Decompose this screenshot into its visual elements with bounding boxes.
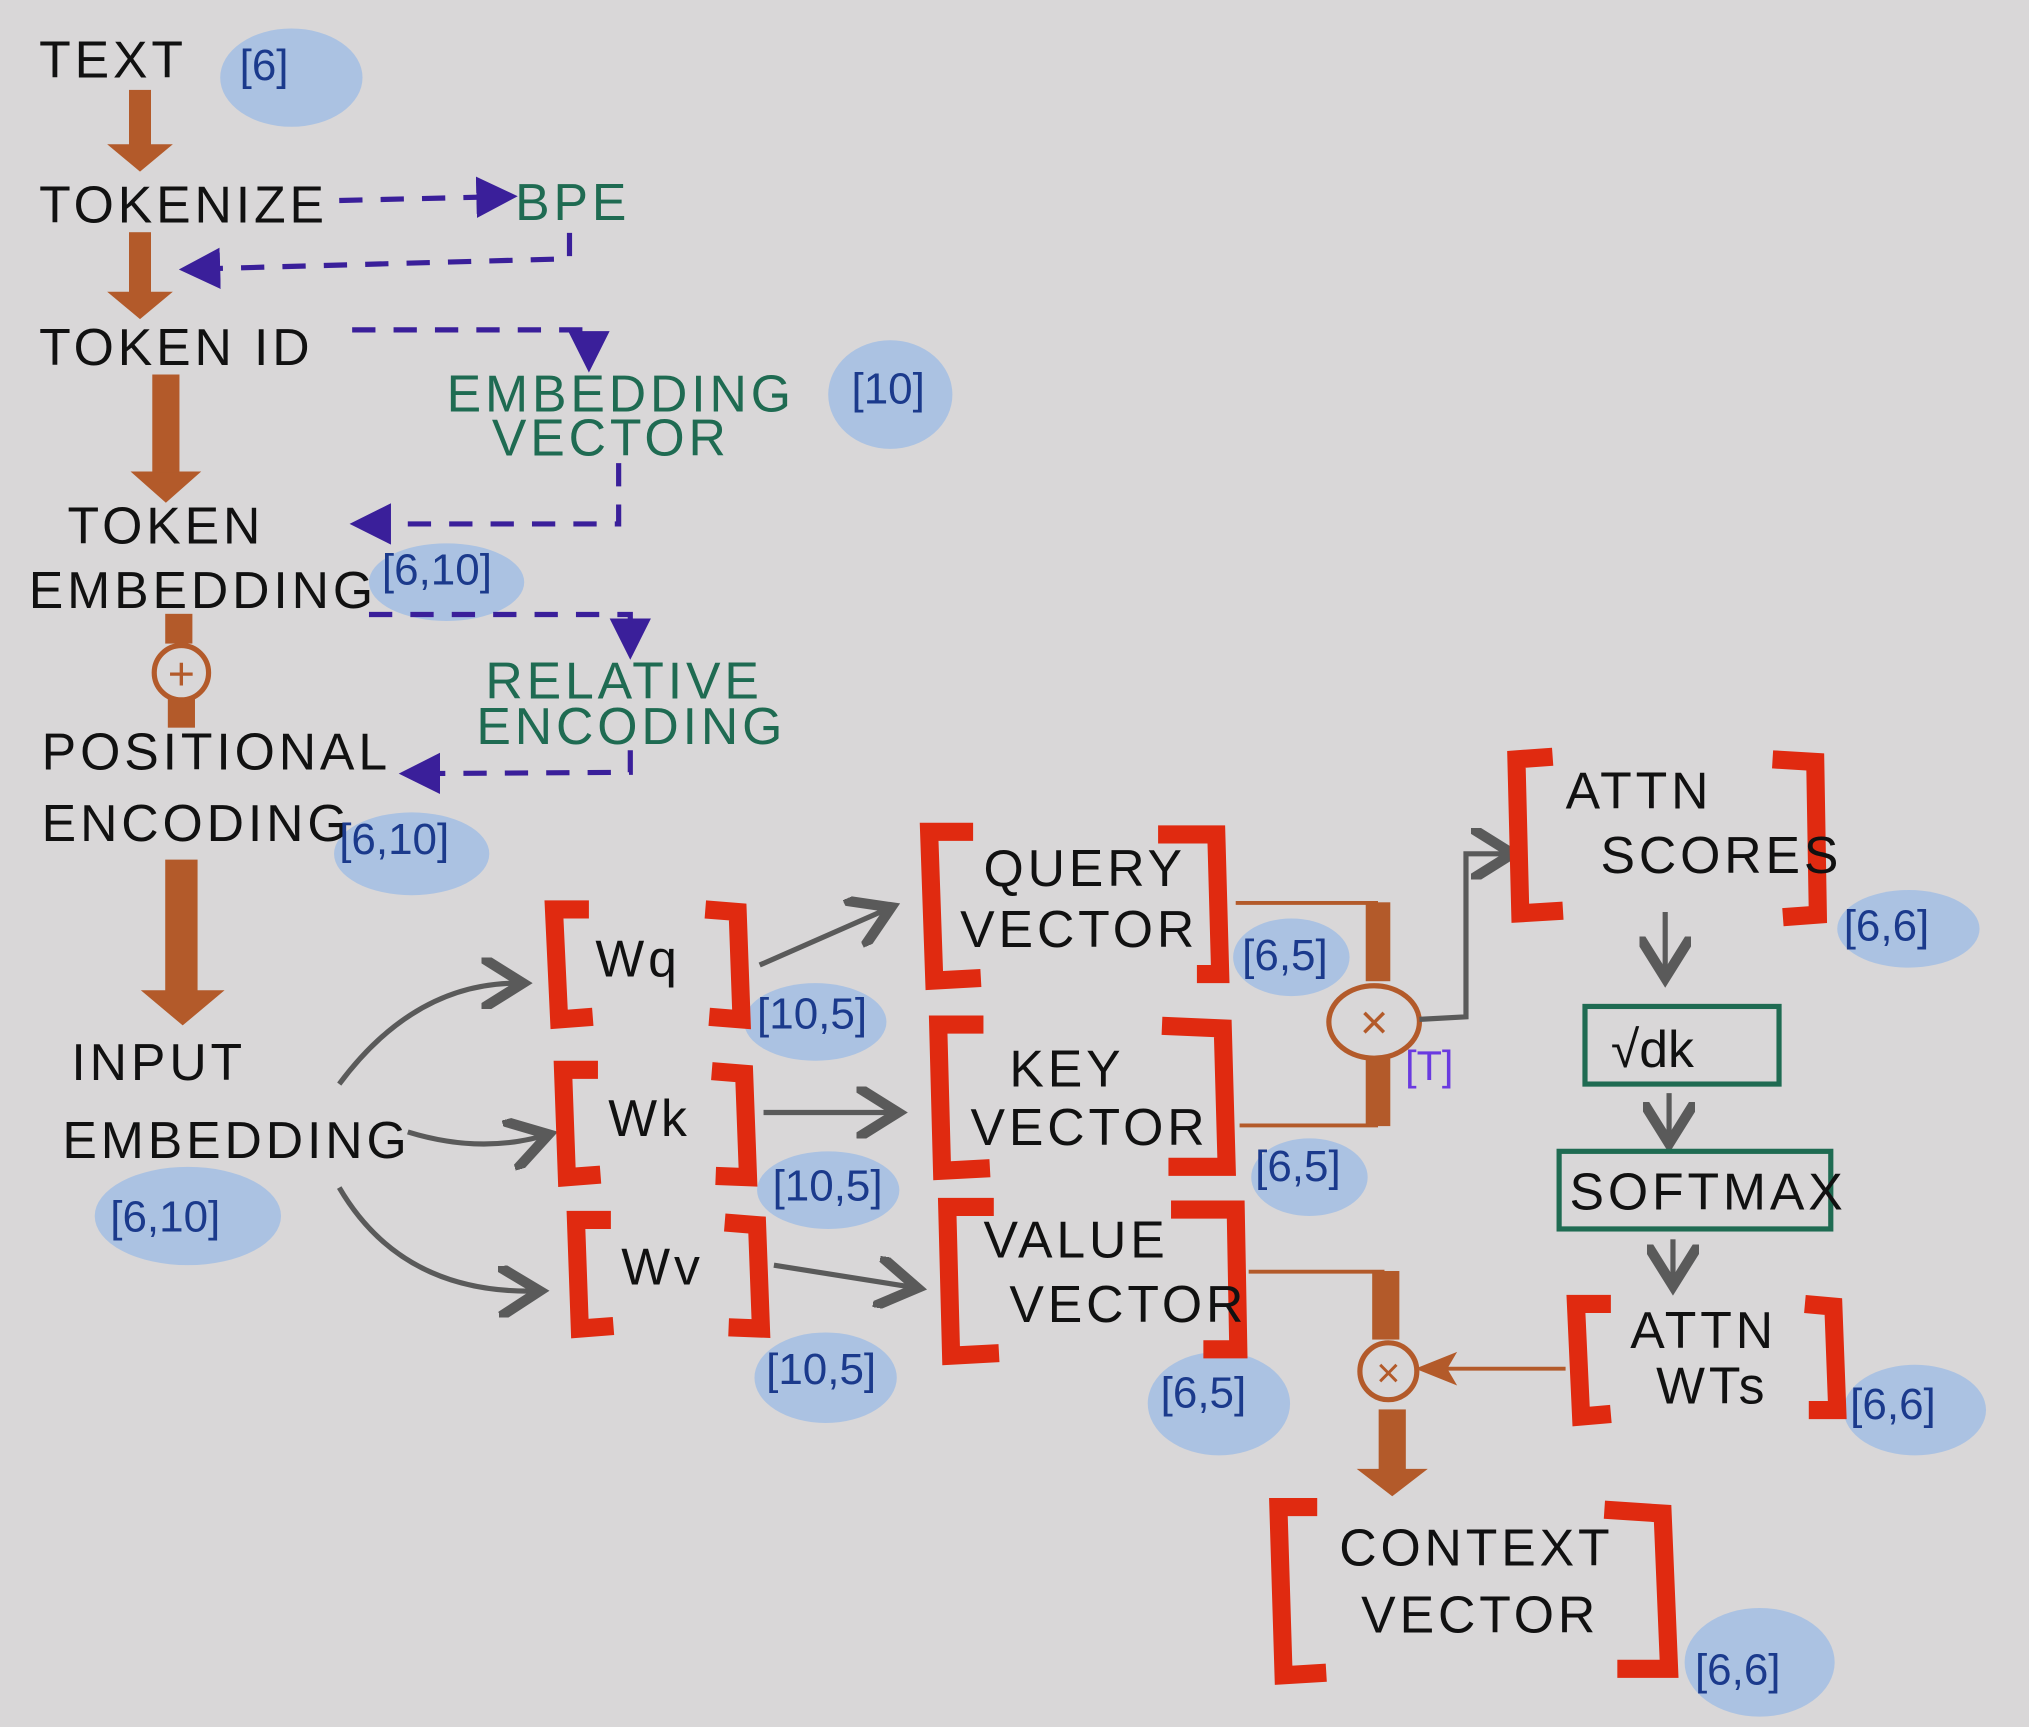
curved-arrow (336, 1186, 534, 1292)
dim-wk: [10,5] (773, 1161, 883, 1210)
node-relative-encoding-2: ENCODING (476, 697, 786, 755)
svg-text:Wv: Wv (621, 1238, 703, 1296)
softmax-label: SOFTMAX (1569, 1163, 1846, 1221)
dim-embedding-vector: [10] (852, 365, 925, 414)
svg-text:SCORES: SCORES (1601, 826, 1843, 884)
sqrt-dk-box (1582, 1003, 1782, 1087)
dim-attn-wts: [6,6] (1850, 1380, 1936, 1429)
dim-attn-scores: [6,6] (1844, 901, 1930, 950)
attn-scores: ATTN SCORES (1507, 747, 1843, 927)
multiply-wv: × (1248, 1269, 1566, 1497)
sqrt-dk-label: √dk (1611, 1020, 1694, 1078)
dim-wq: [10,5] (757, 989, 867, 1038)
key-vector: KEY VECTOR (928, 1015, 1236, 1181)
node-relative-encoding: RELATIVE (485, 652, 762, 710)
dim-query: [6,5] (1242, 931, 1328, 980)
matrix-wq: Wq (544, 900, 751, 1030)
svg-text:ATTN: ATTN (1566, 762, 1713, 820)
svg-text:WTs: WTs (1656, 1357, 1768, 1415)
svg-text:CONTEXT: CONTEXT (1339, 1518, 1613, 1576)
node-text: TEXT (39, 31, 187, 89)
svg-text:×: × (1376, 1350, 1400, 1396)
curved-arrow (407, 1132, 544, 1144)
svg-text:VALUE: VALUE (983, 1210, 1168, 1268)
svg-text:ATTN: ATTN (1630, 1301, 1777, 1359)
dashed-arrow (398, 750, 633, 795)
value-vector: VALUE VECTOR (937, 1197, 1248, 1366)
dashed-arrow (349, 463, 622, 545)
arrow-down-icon (107, 89, 173, 172)
dim-wv: [10,5] (766, 1345, 876, 1394)
context-vector: CONTEXT VECTOR (1269, 1498, 1679, 1685)
svg-text:VECTOR: VECTOR (960, 900, 1198, 958)
transpose-label: [T] (1405, 1043, 1453, 1089)
node-token-id: TOKEN ID (39, 318, 313, 376)
node-input-embedding: INPUT (71, 1033, 246, 1091)
node-positional-encoding-2: ENCODING (42, 794, 352, 852)
add-icon: + (151, 613, 212, 728)
arrow-right-icon (1419, 854, 1507, 1022)
svg-text:+: + (168, 648, 195, 700)
dim-input-embedding: [6,10] (110, 1193, 220, 1242)
node-positional-encoding: POSITIONAL (42, 723, 391, 781)
matrix-wk: Wk (553, 1060, 758, 1187)
softmax-box (1556, 1148, 1834, 1232)
dashed-arrow (339, 176, 518, 218)
dim-context: [6,6] (1695, 1645, 1781, 1694)
arrow-down-icon (140, 859, 225, 1026)
svg-text:×: × (1360, 996, 1389, 1050)
svg-text:Wq: Wq (595, 930, 680, 988)
node-embedding-vector: EMBEDDING (447, 364, 795, 422)
svg-text:VECTOR: VECTOR (971, 1098, 1209, 1156)
dim-positional-encoding: [6,10] (339, 815, 449, 864)
dim-token-embedding: [6,10] (382, 546, 492, 595)
arrow-down-icon (107, 232, 173, 320)
multiply-qk: × (1235, 901, 1422, 1128)
node-token-embedding-2: EMBEDDING (29, 561, 377, 619)
svg-text:QUERY: QUERY (983, 839, 1185, 897)
node-input-embedding-2: EMBEDDING (62, 1111, 410, 1169)
dimension-highlights (94, 28, 1987, 1717)
curved-arrow (337, 983, 518, 1086)
dim-key: [6,5] (1255, 1142, 1341, 1191)
dashed-arrow (352, 327, 610, 373)
arrow-right-icon (758, 909, 887, 968)
svg-text:Wk: Wk (608, 1089, 690, 1147)
dim-value: [6,5] (1161, 1368, 1247, 1417)
svg-text:KEY: KEY (1009, 1040, 1124, 1098)
dashed-arrow (368, 611, 651, 660)
node-tokenize: TOKENIZE (39, 176, 328, 234)
arrow-right-icon (773, 1265, 912, 1287)
dim-text: [6] (240, 41, 289, 90)
dashed-arrow (178, 232, 573, 290)
query-vector: QUERY VECTOR (919, 822, 1230, 991)
svg-text:VECTOR: VECTOR (1009, 1275, 1247, 1333)
arrow-down-icon (130, 374, 202, 503)
svg-text:VECTOR: VECTOR (1361, 1586, 1599, 1644)
node-embedding-vector-2: VECTOR (492, 408, 730, 466)
matrix-wv: Wv (566, 1210, 771, 1339)
node-token-embedding: TOKEN (68, 496, 265, 554)
attn-weights: ATTN WTs (1566, 1294, 1847, 1427)
node-bpe: BPE (515, 173, 630, 231)
